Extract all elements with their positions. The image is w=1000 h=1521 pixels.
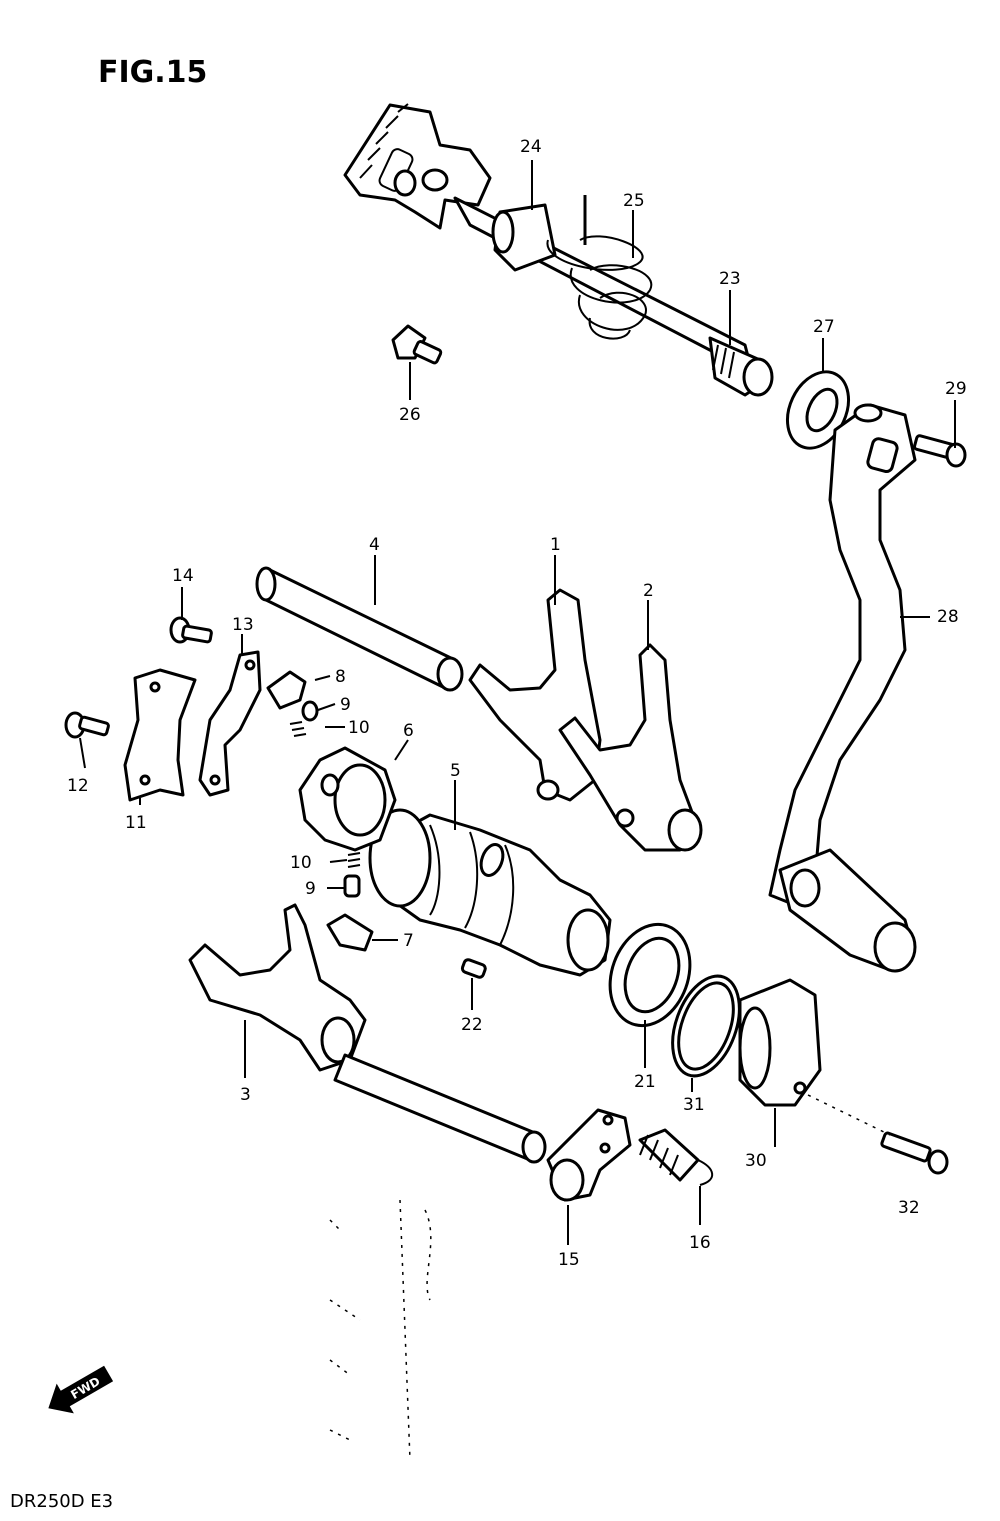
pin-part-9-lower bbox=[343, 874, 361, 898]
callout-27: 27 bbox=[813, 317, 835, 337]
cam-stopper-plate-part-7 bbox=[326, 913, 374, 952]
callout-24: 24 bbox=[520, 137, 542, 157]
callout-26: 26 bbox=[399, 405, 421, 425]
callout-12: 12 bbox=[67, 776, 89, 796]
callout-3: 3 bbox=[240, 1085, 251, 1105]
callout-28: 28 bbox=[937, 607, 959, 627]
callout-5: 5 bbox=[450, 761, 461, 781]
plug-bolt-part-26 bbox=[391, 324, 443, 365]
forward-direction-arrow: FWD bbox=[48, 1365, 114, 1414]
callout-15: 15 bbox=[558, 1250, 580, 1270]
oil-seal-part-27 bbox=[786, 370, 850, 450]
cam-driven-gear-part-6 bbox=[298, 746, 397, 852]
callout-2: 2 bbox=[643, 581, 654, 601]
callout-22: 22 bbox=[461, 1015, 483, 1035]
cam-guide-plate-part-11 bbox=[123, 668, 197, 802]
pawl-part-8 bbox=[266, 670, 307, 710]
spacer-collar-part-24 bbox=[491, 203, 557, 272]
callout-13: 13 bbox=[232, 615, 254, 635]
callout-9-lower: 9 bbox=[305, 879, 316, 899]
cam-cover-part-30 bbox=[738, 978, 822, 1107]
spring-part-10-lower bbox=[347, 852, 361, 868]
callout-1: 1 bbox=[550, 535, 561, 555]
callout-16: 16 bbox=[689, 1233, 711, 1253]
pin-part-9-upper bbox=[301, 700, 319, 722]
leader-lines bbox=[79, 160, 956, 1245]
callout-4: 4 bbox=[369, 535, 380, 555]
callout-9-upper: 9 bbox=[340, 695, 351, 715]
callout-31: 31 bbox=[683, 1095, 705, 1115]
screw-part-14 bbox=[169, 616, 213, 644]
gearshift-fork-part-3 bbox=[188, 903, 367, 1072]
washer-part-21 bbox=[608, 922, 692, 1028]
gearshift-cam-part-5 bbox=[368, 808, 612, 977]
callout-10-upper: 10 bbox=[348, 718, 370, 738]
callout-8: 8 bbox=[335, 667, 346, 687]
callout-10-lower: 10 bbox=[290, 853, 312, 873]
figure-title: FIG.15 bbox=[98, 55, 207, 90]
pinch-bolt-part-29 bbox=[913, 434, 967, 468]
screw-part-12 bbox=[64, 711, 110, 739]
callout-25: 25 bbox=[623, 191, 645, 211]
gearshift-arm-spring-part-16 bbox=[638, 1128, 714, 1186]
callout-14: 14 bbox=[172, 566, 194, 586]
faint-artifacts bbox=[329, 1199, 432, 1461]
o-ring-part-31 bbox=[671, 974, 741, 1078]
callout-6: 6 bbox=[403, 721, 414, 741]
return-spring-part-25 bbox=[546, 195, 653, 340]
spring-part-10-upper bbox=[289, 721, 307, 737]
pawl-lifter-plate-part-13 bbox=[198, 650, 262, 797]
gearshift-arm-part-15 bbox=[546, 1108, 632, 1202]
gearshift-fork-part-2 bbox=[558, 643, 703, 852]
callout-30: 30 bbox=[745, 1151, 767, 1171]
callout-11: 11 bbox=[125, 813, 147, 833]
callout-7: 7 bbox=[403, 931, 414, 951]
pin-part-22 bbox=[460, 958, 487, 979]
model-code: DR250D E3 bbox=[10, 1491, 113, 1512]
callout-29: 29 bbox=[945, 379, 967, 399]
cover-bolt-part-32 bbox=[880, 1131, 949, 1175]
callout-23: 23 bbox=[719, 269, 741, 289]
gearshift-fork-part-1 bbox=[468, 588, 602, 802]
callout-32: 32 bbox=[898, 1198, 920, 1218]
fork-shaft-lower bbox=[333, 1053, 547, 1164]
fork-shaft-part-4 bbox=[255, 566, 464, 692]
gearshift-lever-part-28 bbox=[768, 403, 917, 973]
callout-21: 21 bbox=[634, 1072, 656, 1092]
